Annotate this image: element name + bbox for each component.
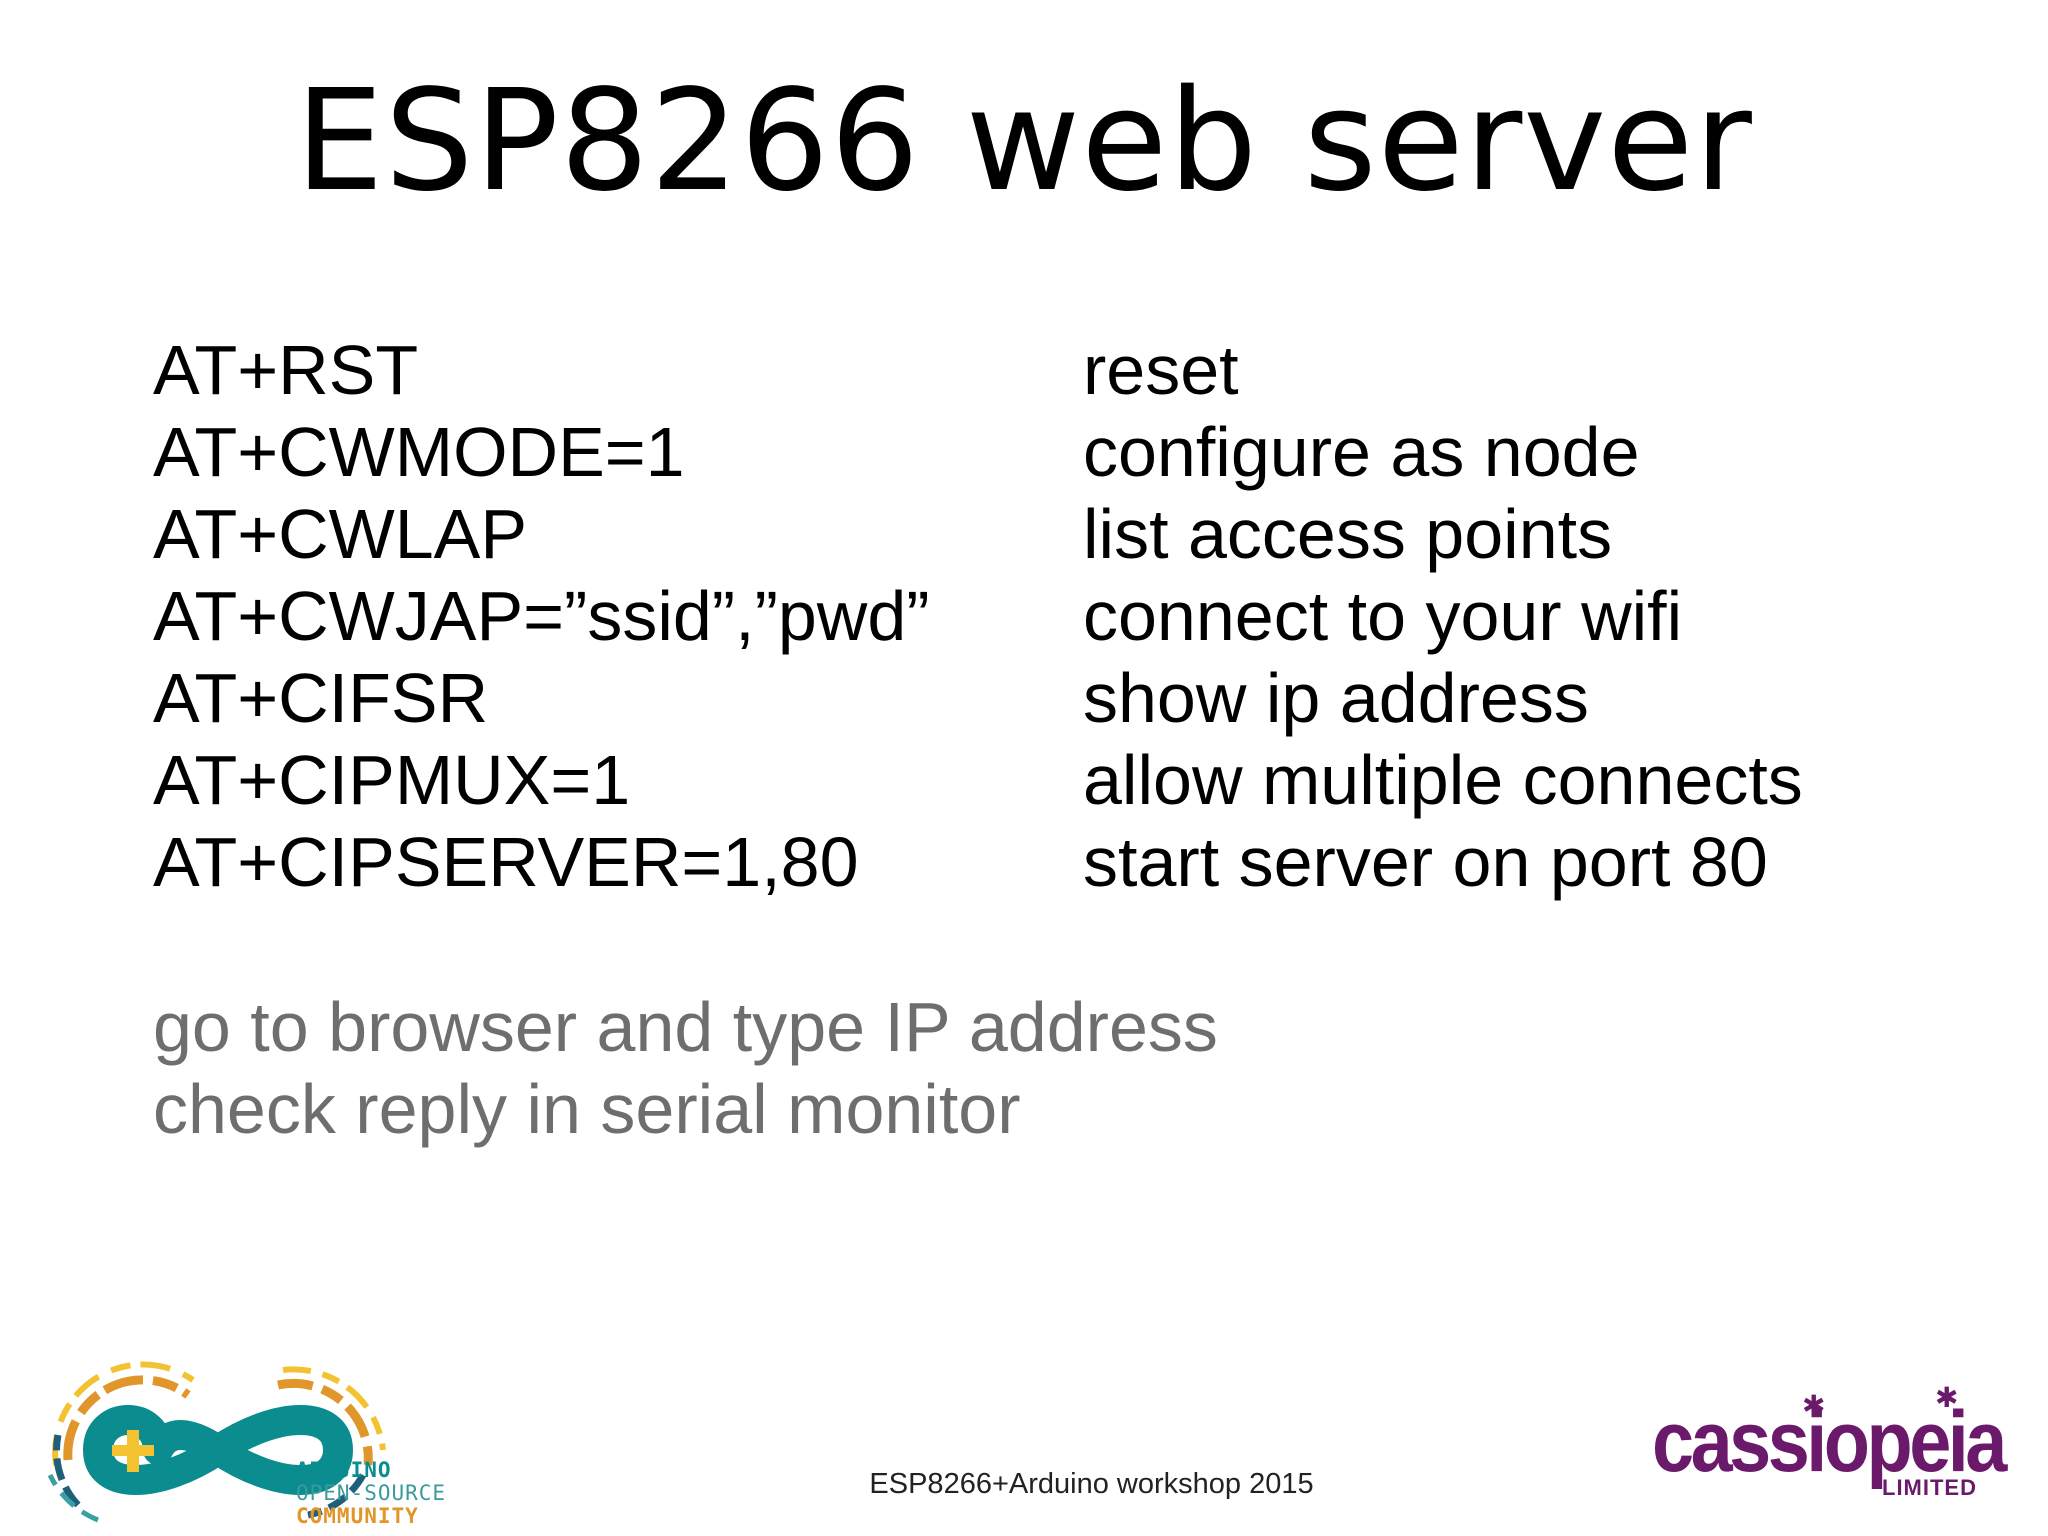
command-code: AT+CIFSR [153, 659, 489, 737]
cassiopeia-logo: ✱ ✱ cassiopeia LIMITED [1652, 1382, 2007, 1514]
slide-footer: ESP8266+Arduino workshop 2015 [0, 1466, 2048, 1502]
command-description: start server on port 80 [1083, 823, 1768, 901]
command-row: AT+RST reset [153, 329, 1913, 411]
command-row: AT+CIPSERVER=1,80 start server on port 8… [153, 821, 1913, 903]
arduino-community-logo [47, 1361, 386, 1523]
star-icon: ✱ [1935, 1382, 1959, 1413]
command-code: AT+CWJAP=”ssid”,”pwd” [153, 577, 930, 655]
arduino-logo-line2: OPEN-SOURCE [296, 1481, 447, 1505]
note-line: check reply in serial monitor [153, 1070, 1021, 1148]
command-description: reset [1083, 331, 1239, 409]
footer-text: ESP8266+Arduino workshop 2015 [869, 1468, 1314, 1500]
cassiopeia-wordmark: cassiopeia [1652, 1394, 2007, 1490]
command-description: list access points [1083, 495, 1613, 573]
note-line: go to browser and type IP address [153, 988, 1218, 1066]
arduino-logo-line1: ARDUINO [296, 1458, 392, 1482]
command-row: AT+CWMODE=1 configure as node [153, 411, 1913, 493]
command-description: show ip address [1083, 659, 1589, 737]
command-row: AT+CWLAP list access points [153, 493, 1913, 575]
command-table: AT+RST reset AT+CWMODE=1 configure as no… [153, 329, 1913, 903]
command-description: allow multiple connects [1083, 741, 1803, 819]
command-description: connect to your wifi [1083, 577, 1683, 655]
command-description: configure as node [1083, 413, 1640, 491]
cassiopeia-limited: LIMITED [1882, 1475, 1977, 1500]
command-code: AT+CWLAP [153, 495, 528, 573]
star-icon: ✱ [1802, 1390, 1826, 1421]
command-row: AT+CWJAP=”ssid”,”pwd” connect to your wi… [153, 575, 1913, 657]
command-code: AT+RST [153, 331, 419, 409]
command-row: AT+CIPMUX=1 allow multiple connects [153, 739, 1913, 821]
command-code: AT+CIPMUX=1 [153, 741, 631, 819]
slide-title: ESP8266 web server [295, 60, 1753, 223]
command-code: AT+CIPSERVER=1,80 [153, 823, 859, 901]
command-code: AT+CWMODE=1 [153, 413, 685, 491]
command-row: AT+CIFSR show ip address [153, 657, 1913, 739]
arduino-logo-line3: COMMUNITY [296, 1504, 419, 1528]
arduino-logo-text: ARDUINO OPEN-SOURCE COMMUNITY [296, 1459, 446, 1528]
notes-block: go to browser and type IP address check … [153, 986, 1218, 1150]
